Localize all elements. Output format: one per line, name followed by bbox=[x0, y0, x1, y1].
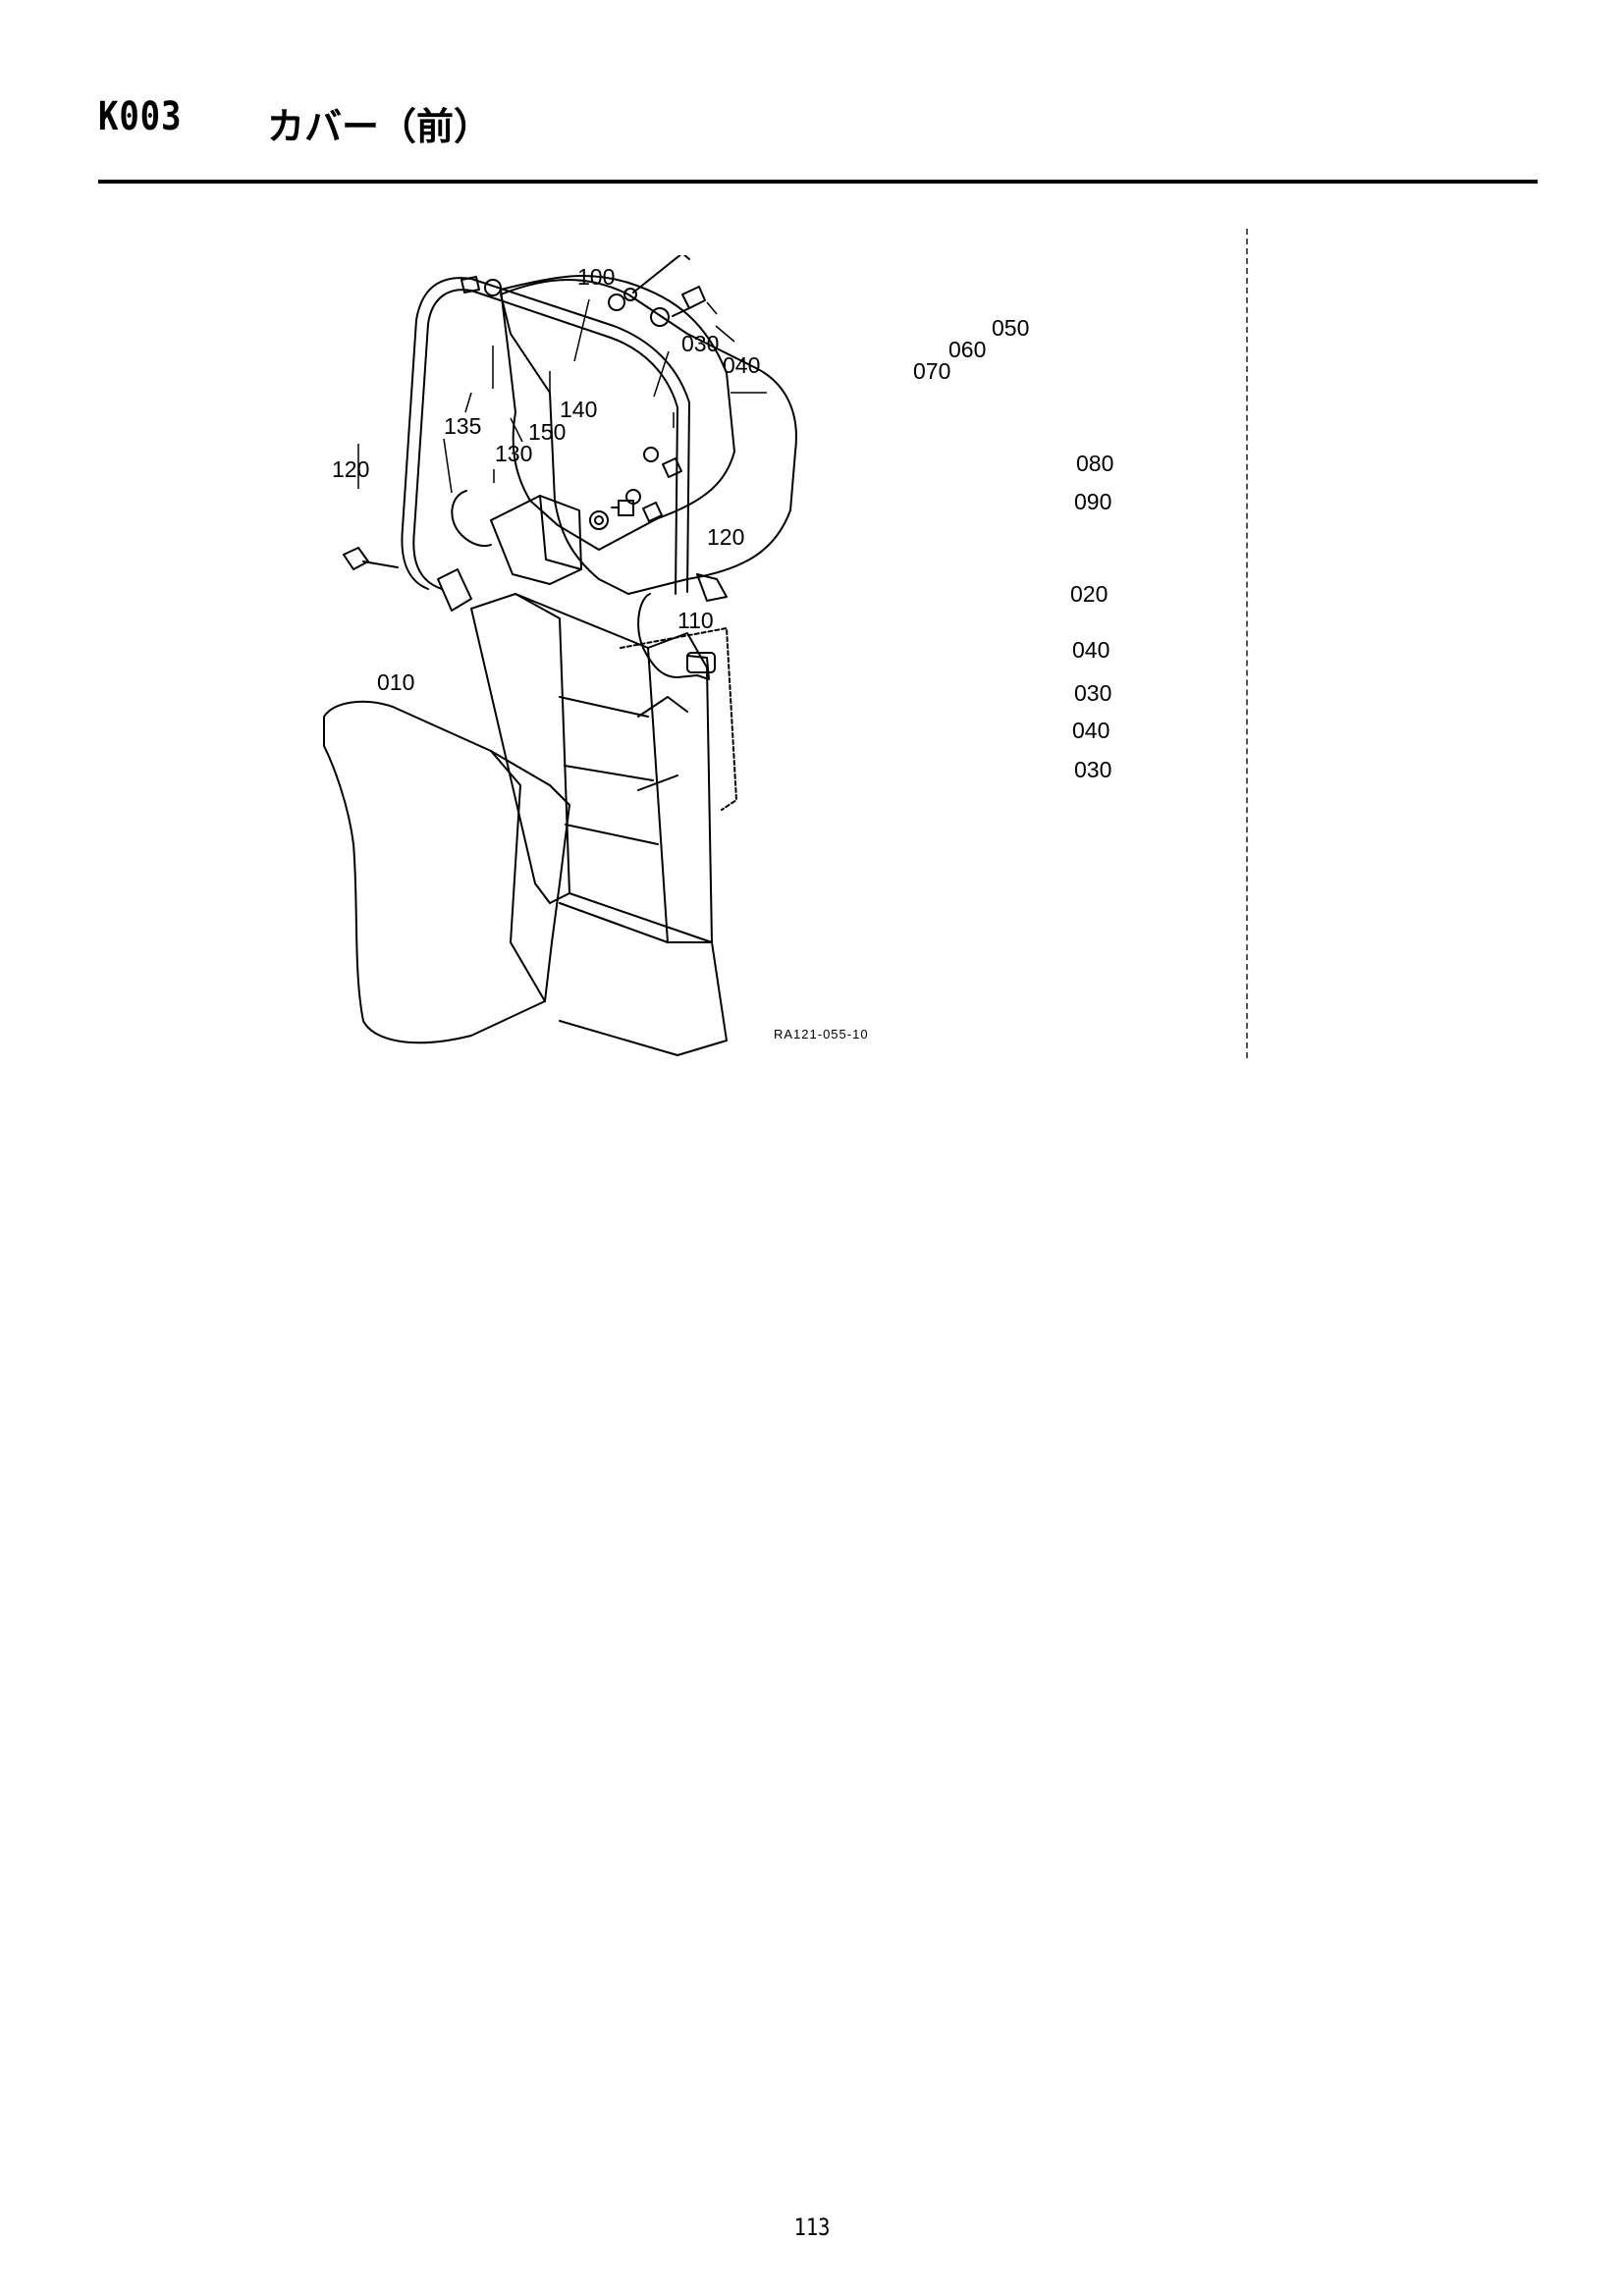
label-120-left: 120 bbox=[332, 456, 369, 482]
label-090: 090 bbox=[1074, 489, 1111, 514]
washer-040-low bbox=[625, 489, 641, 505]
label-100: 100 bbox=[577, 264, 615, 290]
cover-020 bbox=[500, 274, 735, 551]
washer-150 bbox=[589, 510, 609, 530]
bracket-left bbox=[437, 568, 472, 612]
label-030-low: 030 bbox=[1074, 757, 1111, 782]
label-130: 130 bbox=[495, 441, 532, 466]
bolt-030-mid bbox=[662, 457, 682, 478]
header-divider bbox=[98, 180, 1538, 184]
page-number: 113 bbox=[793, 2214, 831, 2241]
label-080: 080 bbox=[1076, 451, 1113, 476]
washer-090 bbox=[650, 307, 670, 327]
label-070: 070 bbox=[913, 358, 950, 384]
cover-010 bbox=[323, 700, 570, 1044]
label-110: 110 bbox=[677, 608, 714, 633]
clip-135 bbox=[451, 490, 492, 548]
label-120-right: 120 bbox=[707, 524, 744, 550]
label-050: 050 bbox=[992, 315, 1029, 341]
label-040-mid: 040 bbox=[1072, 637, 1110, 663]
bolt-050 bbox=[632, 255, 690, 294]
pipe-110 bbox=[637, 593, 710, 680]
label-010: 010 bbox=[377, 669, 414, 695]
label-135: 135 bbox=[444, 413, 481, 439]
bolt-030-top bbox=[460, 276, 480, 294]
washer-070 bbox=[608, 294, 625, 311]
section-title: カバー（前） bbox=[267, 105, 492, 148]
label-020: 020 bbox=[1070, 581, 1108, 607]
diagram-reference: RA121-055-10 bbox=[774, 1027, 869, 1041]
page-header: K003 カバー（前） bbox=[98, 94, 1538, 153]
label-030-mid: 030 bbox=[1074, 680, 1111, 706]
column-divider bbox=[1246, 229, 1248, 1058]
label-140: 140 bbox=[560, 397, 597, 422]
label-040-top: 040 bbox=[723, 352, 760, 378]
bolt-120-left bbox=[343, 547, 399, 570]
label-030-top: 030 bbox=[681, 331, 719, 356]
washer-040-top bbox=[484, 279, 502, 296]
bolt-030-low bbox=[642, 502, 663, 522]
plug-080 bbox=[672, 286, 706, 317]
label-040-low: 040 bbox=[1072, 718, 1110, 743]
bolt-120-right bbox=[696, 573, 728, 602]
washer-060 bbox=[623, 288, 637, 301]
label-150: 150 bbox=[528, 419, 566, 445]
handle-bar-100 bbox=[412, 289, 678, 595]
parts-diagram: 100 030 040 050 060 070 140 135 150 130 … bbox=[323, 255, 1113, 1056]
washer-040-mid bbox=[643, 447, 659, 462]
section-code: K003 bbox=[98, 94, 183, 139]
label-060: 060 bbox=[948, 337, 986, 362]
